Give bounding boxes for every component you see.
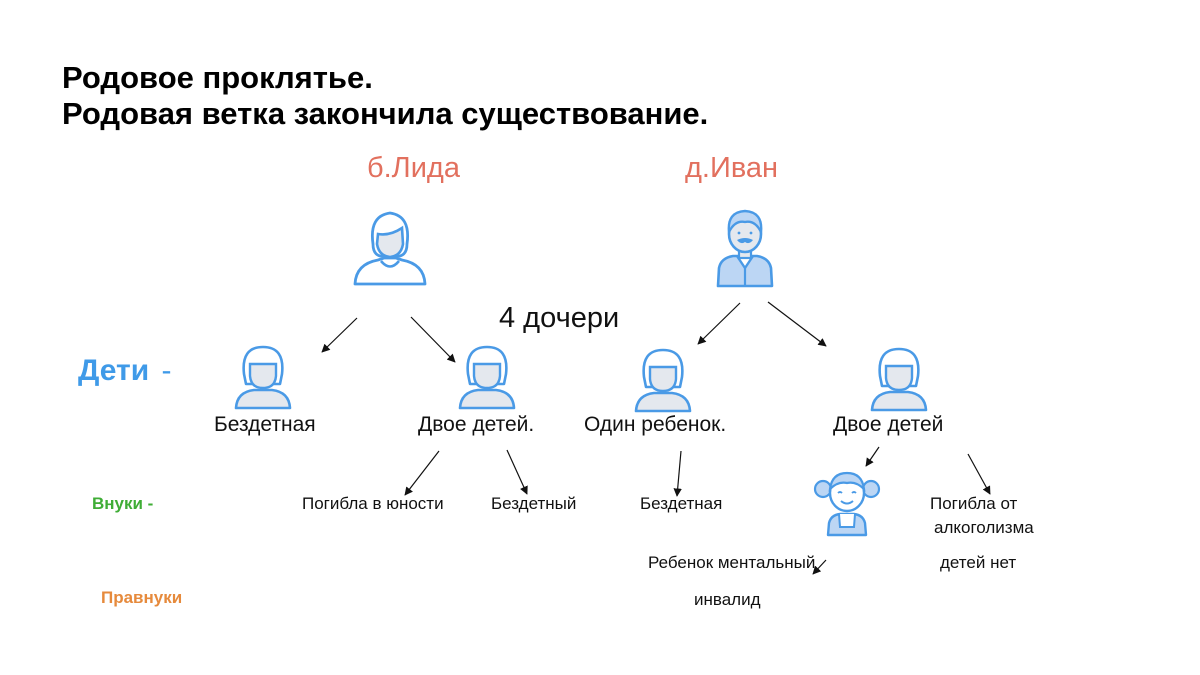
arrow-child-4-to-grandchild-5 <box>967 453 991 495</box>
page-title: Родовое проклятье. Родовая ветка закончи… <box>62 60 708 132</box>
arrow-grandchild-4-to-great-grandchild <box>812 559 827 575</box>
child-pigtails-icon <box>813 471 881 537</box>
arrow-lida-to-child-1 <box>321 317 358 353</box>
child-4-label: Двое детей <box>833 413 944 436</box>
title-line-1: Родовое проклятье. <box>62 60 373 95</box>
mental-disability-note-line-1: Ребенок ментальный <box>648 553 816 572</box>
woman-icon <box>353 211 427 286</box>
child-1-label: Бездетная <box>214 413 316 436</box>
arrow-child-4-to-grandchild-4 <box>865 446 880 467</box>
girl-icon <box>870 347 928 412</box>
generation-children-dash: - <box>161 354 172 387</box>
daughters-count: 4 дочери <box>499 302 620 334</box>
arrow-child-3-to-grandchild-3 <box>673 450 682 497</box>
man-icon <box>716 209 774 288</box>
no-children-note: детей нет <box>940 553 1017 572</box>
arrow-ivan-to-child-3 <box>697 302 741 345</box>
child-2-label: Двое детей. <box>418 413 535 436</box>
generation-grandchildren-label: Внуки - <box>92 494 154 513</box>
grandchild-2-label: Бездетный <box>491 494 577 513</box>
generation-children-text: Дети <box>78 354 150 387</box>
arrow-child-2-to-grandchild-1 <box>404 450 440 496</box>
title-line-2: Родовая ветка закончила существование. <box>62 96 709 131</box>
grandfather-name: д.Иван <box>685 152 779 184</box>
grandchild-1-label: Погибла в юности <box>302 494 444 513</box>
mental-disability-note-line-2: инвалид <box>694 590 761 609</box>
girl-icon <box>234 345 292 410</box>
generation-great-grandchildren-label: Правнуки <box>101 588 183 607</box>
arrow-ivan-to-child-4 <box>767 301 827 347</box>
grandmother-name: б.Лида <box>367 152 460 184</box>
girl-icon <box>458 345 516 410</box>
generation-children-label: Дети - <box>78 354 172 388</box>
girl-icon <box>634 348 692 413</box>
arrow-lida-to-child-2 <box>410 316 456 363</box>
grandchild-5-label-line-1: Погибла от <box>930 494 1018 513</box>
grandchild-5-label-line-2: алкоголизма <box>934 518 1034 537</box>
grandchild-3-label: Бездетная <box>640 494 723 513</box>
arrow-child-2-to-grandchild-2 <box>506 449 528 495</box>
child-3-label: Один ребенок. <box>584 413 727 436</box>
